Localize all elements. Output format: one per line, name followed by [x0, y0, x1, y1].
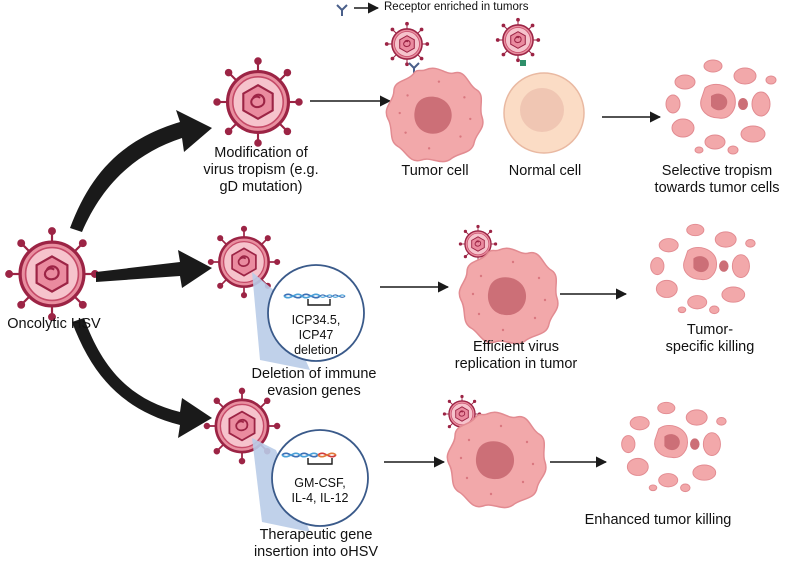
row1-strategy-label: Modification of virus tropism (e.g. gD m… — [203, 145, 319, 195]
receptor-icon — [336, 4, 348, 17]
row3-tumor-cell — [446, 411, 547, 509]
row3-outcome-label: Enhanced tumor killing — [584, 512, 732, 528]
row2-gene-inset — [267, 264, 365, 362]
row2-fragmented-tumor — [650, 223, 756, 315]
legend-receptor-text: Receptor enriched in tumors — [384, 1, 529, 13]
row1-tumor-cell — [385, 67, 484, 163]
row1-virus — [212, 56, 304, 148]
row1-tumor-cell-label: Tumor cell — [401, 163, 469, 179]
row2-middle-label: Efficient virus replication in tumor — [454, 339, 578, 372]
row3-gene-inset — [271, 429, 369, 527]
row2-strategy-label: Deletion of immune evasion genes — [251, 366, 377, 399]
receptor-block-on-normal — [520, 60, 526, 66]
branch-arrow-top — [70, 110, 212, 232]
row1-fragmented-tumor — [665, 59, 777, 155]
source-label: Oncolytic HSV — [7, 316, 101, 332]
row3-gene-label: GM-CSF, IL-4, IL-12 — [291, 476, 349, 505]
branch-arrows — [70, 110, 212, 438]
row2-outcome-label: Tumor- specific killing — [665, 322, 755, 355]
row2-tumor-cell — [458, 247, 559, 345]
row1-outcome-label: Selective tropism towards tumor cells — [654, 163, 780, 196]
row3-strategy-label: Therapeutic gene insertion into oHSV — [253, 527, 379, 560]
branch-arrow-bottom — [72, 318, 212, 438]
row3-fragmented-tumor — [621, 401, 727, 493]
row2-gene-label: ICP34.5, ICP47 deletion — [291, 313, 341, 357]
row1-small-virus-normal — [495, 17, 541, 63]
row1-small-virus-tumor — [384, 21, 430, 67]
legend — [336, 2, 380, 17]
row1-normal-cell-label: Normal cell — [508, 163, 582, 179]
row1-normal-cell — [503, 72, 585, 154]
branch-arrow-middle — [96, 250, 212, 288]
oncolytic-hsv-virus — [4, 226, 100, 322]
